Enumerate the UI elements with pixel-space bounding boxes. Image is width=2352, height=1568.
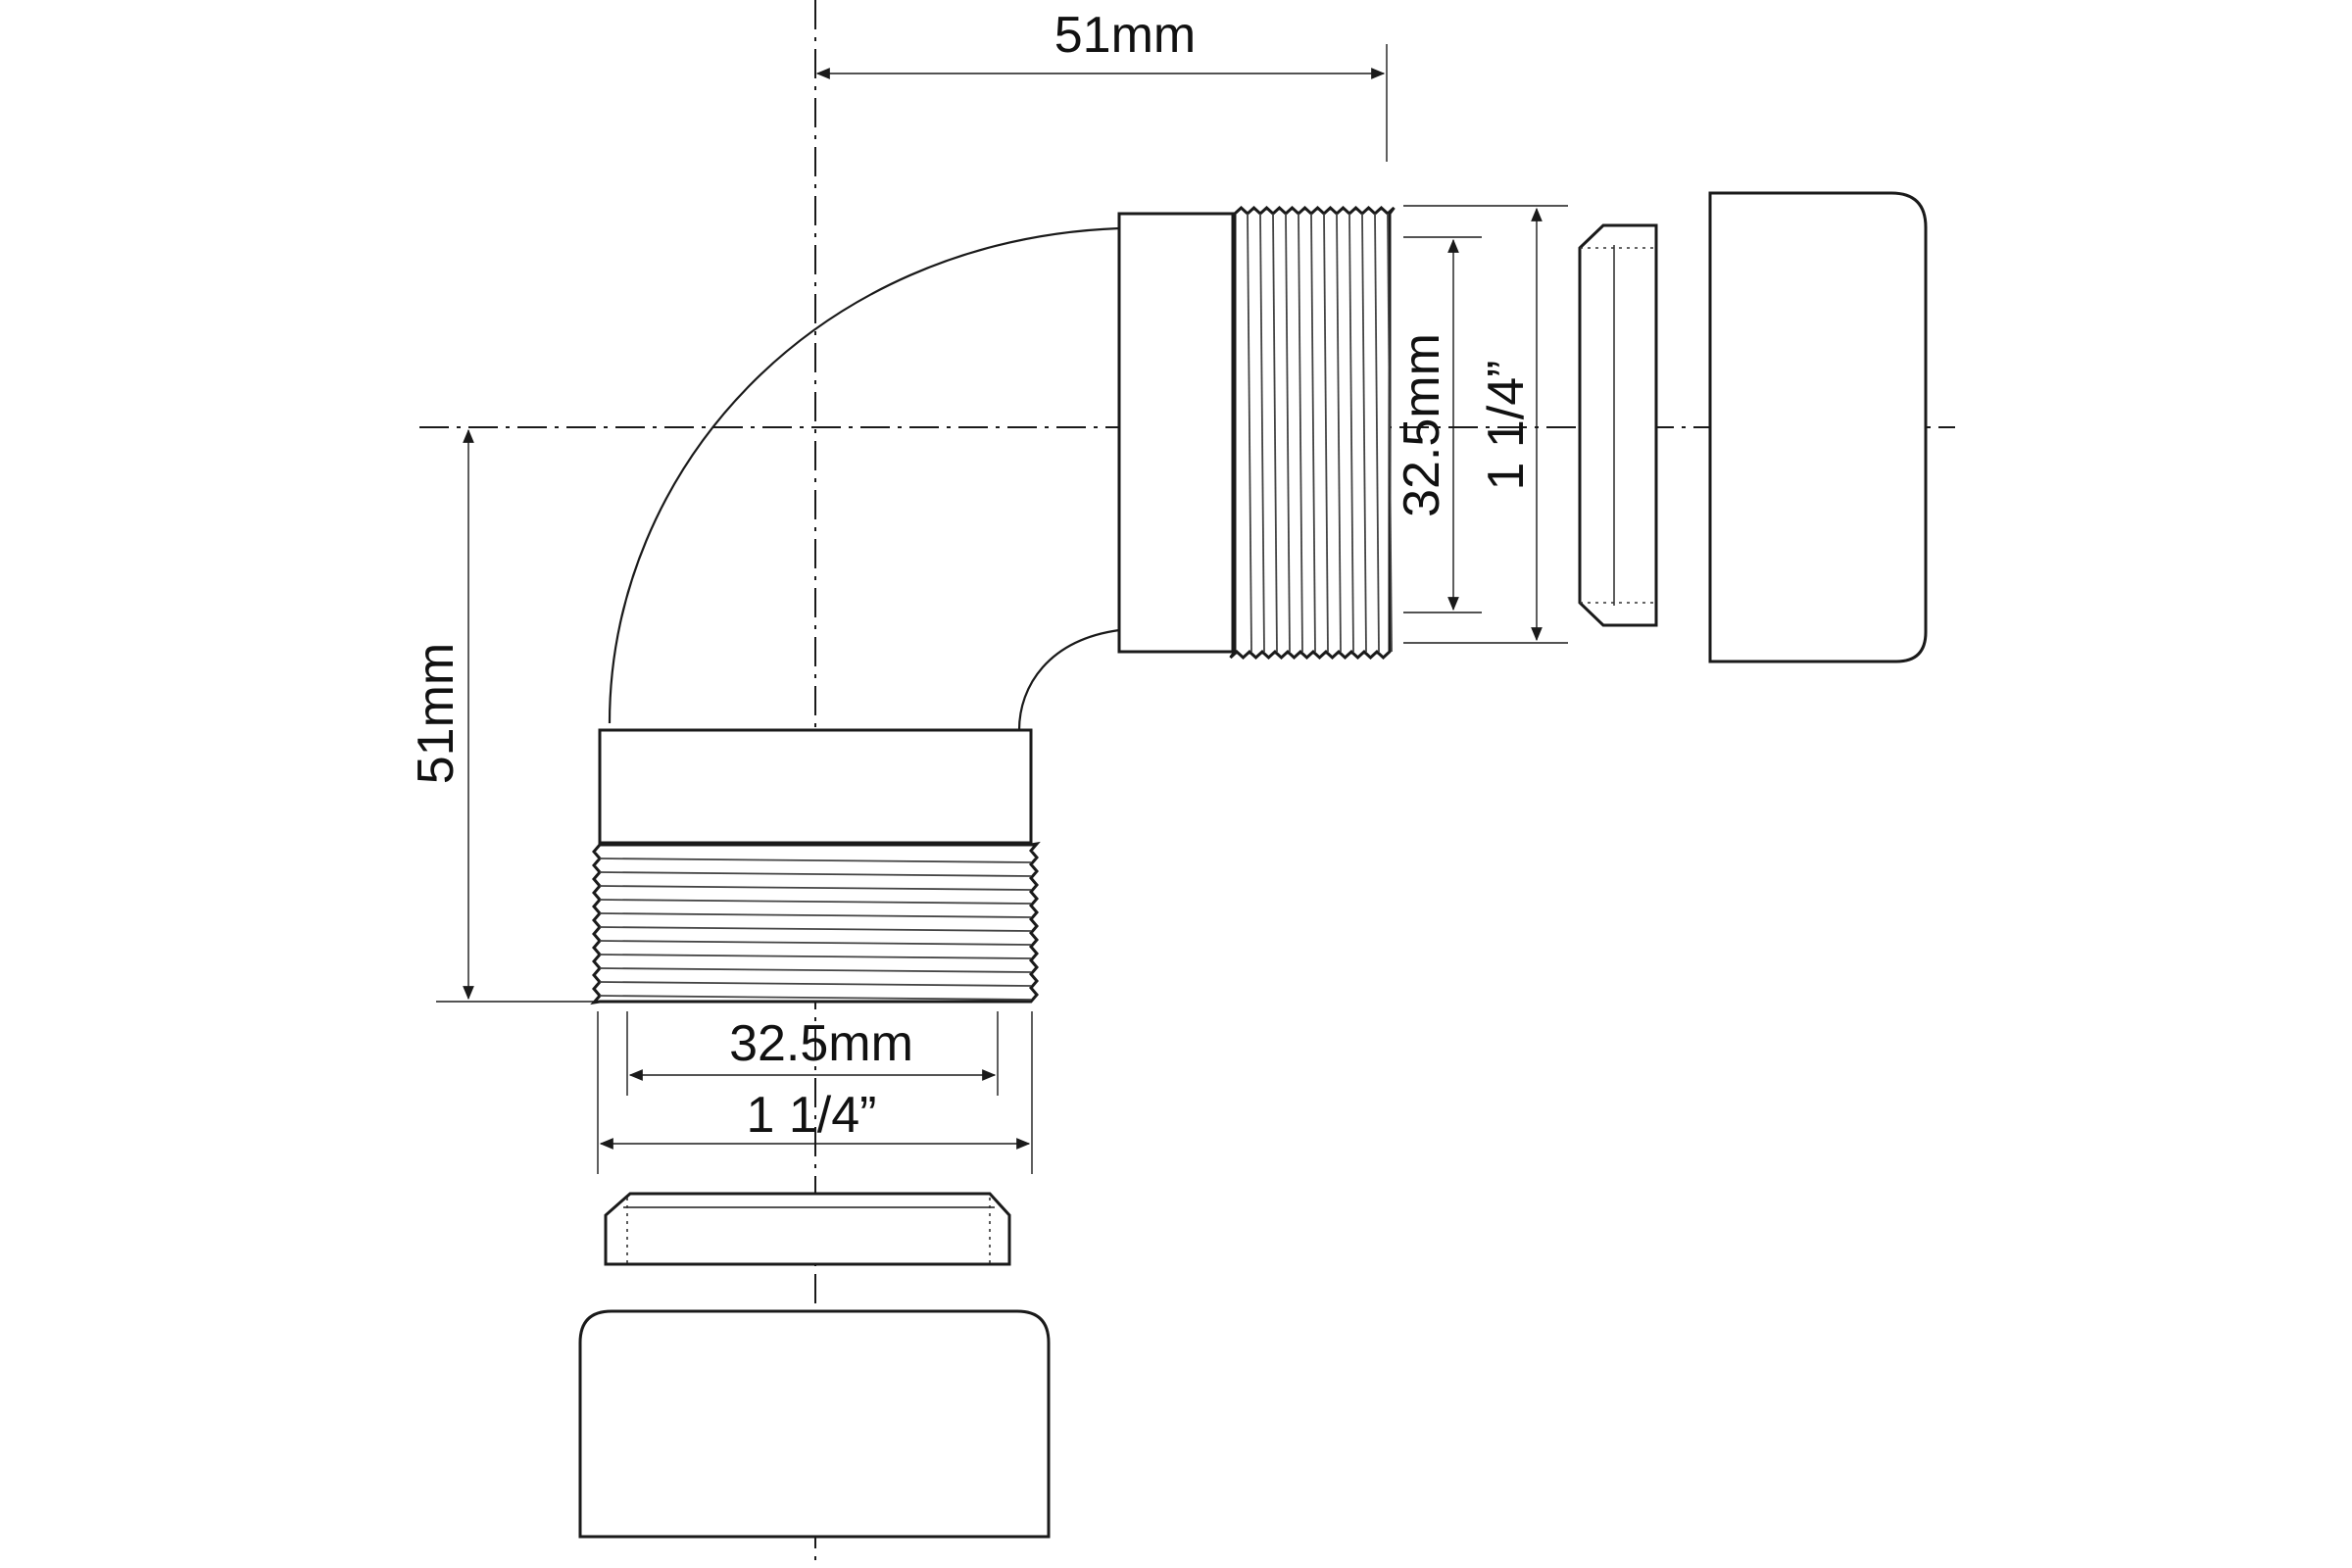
left-dimension-label: 51mm — [408, 643, 465, 784]
bottom-olive-ring — [604, 1192, 1011, 1266]
bottom-thread-line — [599, 926, 1032, 932]
right-thread-dimension-label: 1 1/4” — [1478, 361, 1535, 491]
right-thread-line — [1298, 213, 1303, 653]
right-thread-line — [1272, 213, 1278, 653]
bottom-thread-line — [599, 912, 1032, 918]
right-collar — [1117, 212, 1235, 654]
bottom-thread-line — [599, 871, 1032, 877]
bottom-inner-dimension-label: 32.5mm — [729, 1015, 913, 1072]
elbow-inner-curve — [1017, 628, 1120, 731]
right-thread-line — [1348, 213, 1354, 653]
right-thread-line — [1259, 213, 1265, 653]
bottom-thread-line — [599, 954, 1032, 959]
right-thread-line — [1323, 213, 1329, 653]
bottom-compression-nut — [578, 1309, 1051, 1539]
right-thread-line — [1374, 213, 1380, 653]
bottom-thread-line — [599, 967, 1032, 973]
bottom-thread-line — [599, 981, 1032, 987]
bottom-thread-line — [599, 858, 1032, 863]
right-compression-nut — [1708, 191, 1928, 663]
top-dimension-label: 51mm — [1054, 7, 1196, 64]
right-inner-dimension-label: 32.5mm — [1394, 333, 1450, 517]
bottom-collar — [598, 728, 1033, 845]
bottom-thread — [590, 841, 1041, 1005]
right-thread-line — [1285, 213, 1291, 653]
right-thread-line — [1336, 213, 1342, 653]
bottom-thread-line — [599, 899, 1032, 905]
elbow-outer-curve — [608, 226, 1120, 724]
bottom-thread-line — [599, 995, 1032, 1001]
right-thread-line — [1387, 213, 1393, 653]
bottom-thread-line — [599, 885, 1032, 891]
bottom-thread-dimension-label: 1 1/4” — [747, 1087, 877, 1144]
right-thread-line — [1361, 213, 1367, 653]
right-thread-line — [1247, 213, 1252, 653]
right-thread — [1229, 205, 1396, 661]
right-thread-line — [1310, 213, 1316, 653]
bottom-thread-line — [599, 940, 1032, 946]
bottom-thread-outline — [590, 841, 1041, 1005]
right-olive-ring — [1578, 223, 1658, 627]
